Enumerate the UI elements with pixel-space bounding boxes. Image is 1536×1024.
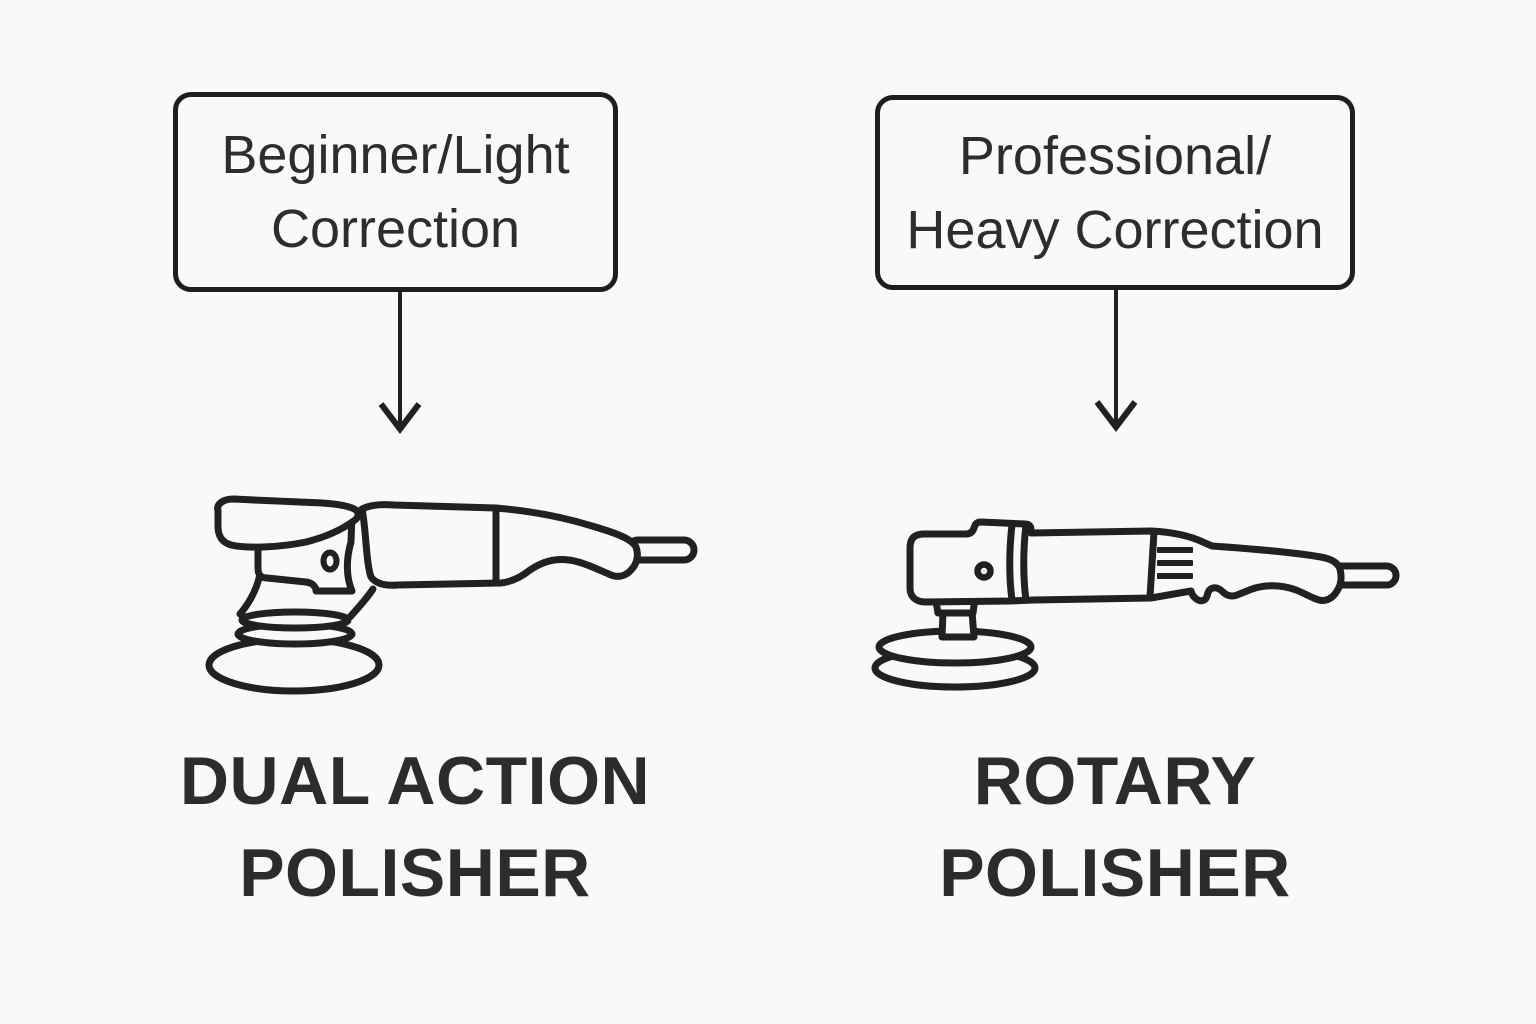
- tag-box-professional: Professional/ Heavy Correction: [875, 95, 1355, 290]
- caption-line: POLISHER: [239, 835, 591, 911]
- down-arrow-icon: [1094, 290, 1138, 432]
- tag-line: Professional/: [958, 125, 1272, 186]
- rotary-polisher-illustration: [871, 518, 1400, 691]
- tag-line: Beginner/Light: [221, 125, 570, 185]
- tag-box-beginner: Beginner/Light Correction: [173, 92, 618, 292]
- tag-line: Correction: [270, 199, 521, 259]
- tag-line: Heavy Correction: [906, 199, 1324, 260]
- caption-line: POLISHER: [939, 835, 1291, 911]
- caption-line: DUAL ACTION: [179, 743, 651, 819]
- caption-rotary-polisher: ROTARY POLISHER: [850, 735, 1380, 919]
- caption-dual-action-polisher: DUAL ACTION POLISHER: [120, 735, 710, 919]
- dual-action-polisher-illustration: [205, 495, 698, 695]
- caption-line: ROTARY: [973, 743, 1257, 819]
- down-arrow-icon: [378, 292, 422, 434]
